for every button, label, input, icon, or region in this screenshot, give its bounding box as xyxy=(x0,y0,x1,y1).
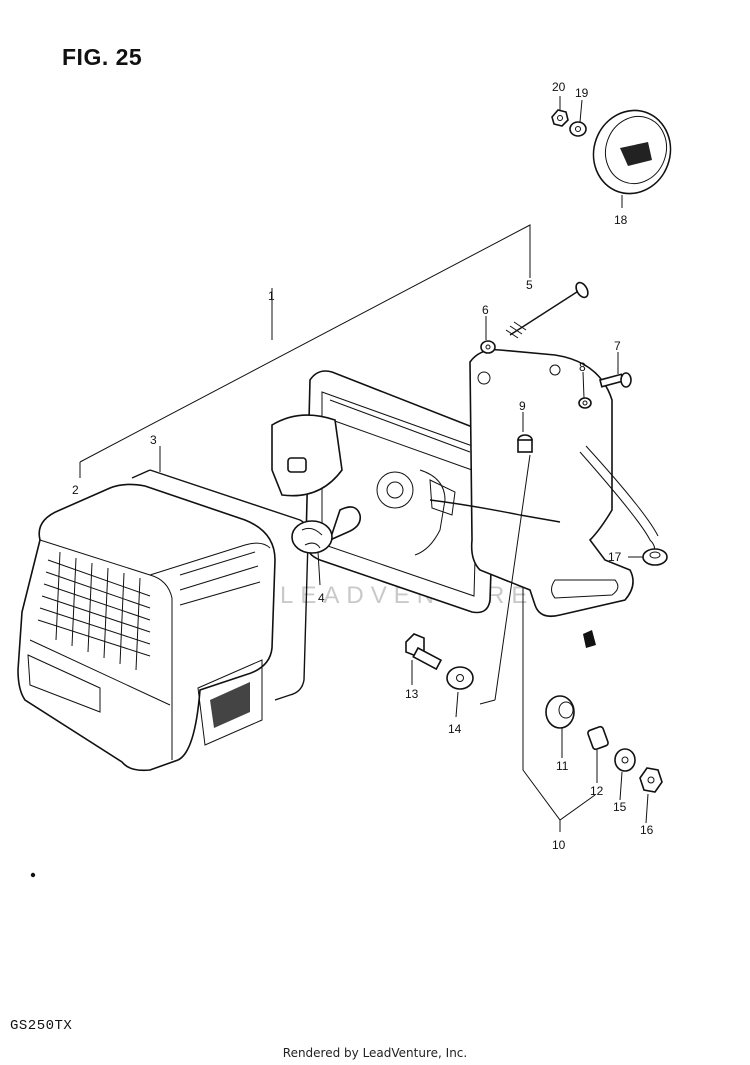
callout-20: 20 xyxy=(552,80,566,94)
callout-6: 6 xyxy=(482,303,489,317)
model-code: GS250TX xyxy=(10,1018,73,1034)
grommet-17 xyxy=(642,548,668,566)
bracket-lines xyxy=(79,224,596,832)
callout-17: 17 xyxy=(608,550,622,564)
callout-5: 5 xyxy=(526,278,533,292)
reflector-18 xyxy=(592,109,672,195)
callout-1: 1 xyxy=(268,289,275,303)
callout-13: 13 xyxy=(405,687,419,701)
tail-lamp-lens xyxy=(17,483,276,772)
callout-12: 12 xyxy=(590,784,604,798)
callout-14: 14 xyxy=(448,722,462,736)
stray-dot xyxy=(30,872,36,878)
callout-19: 19 xyxy=(575,86,589,100)
wire-lead xyxy=(429,499,561,523)
callout-10: 10 xyxy=(552,838,566,852)
callout-3: 3 xyxy=(150,433,157,447)
washer-19 xyxy=(569,121,587,137)
mounting-bracket xyxy=(469,348,659,618)
callout-16: 16 xyxy=(640,823,654,837)
nut-20 xyxy=(551,109,569,127)
leader-lines xyxy=(79,96,649,824)
bolt-13 xyxy=(405,633,443,671)
washer-15 xyxy=(614,748,636,772)
spacer-collar xyxy=(517,434,533,453)
figure-title: FIG. 25 xyxy=(62,44,143,70)
bulb-shield xyxy=(271,414,343,497)
callout-15: 15 xyxy=(613,800,627,814)
lamp-housing xyxy=(305,370,496,614)
shield-knob xyxy=(287,457,307,473)
washer-6 xyxy=(480,340,496,354)
callout-2: 2 xyxy=(72,483,79,497)
collar-12 xyxy=(587,725,609,751)
callout-labels: 1 2 3 4 5 6 7 8 9 10 11 12 13 14 15 16 1… xyxy=(72,80,654,852)
washer-14 xyxy=(446,666,474,690)
bulb xyxy=(291,506,362,554)
wire-clip xyxy=(583,630,596,648)
callout-7: 7 xyxy=(614,339,621,353)
callout-8: 8 xyxy=(579,360,586,374)
cushion-11 xyxy=(545,695,575,729)
callout-11: 11 xyxy=(556,759,569,773)
washer-8 xyxy=(578,397,592,409)
nut-16 xyxy=(639,767,663,793)
callout-4: 4 xyxy=(318,591,325,605)
callout-9: 9 xyxy=(519,399,526,413)
render-credit: Rendered by LeadVenture, Inc. xyxy=(282,1046,468,1060)
long-bolt xyxy=(505,281,589,339)
callout-18: 18 xyxy=(614,213,628,227)
screw-7 xyxy=(599,372,632,388)
